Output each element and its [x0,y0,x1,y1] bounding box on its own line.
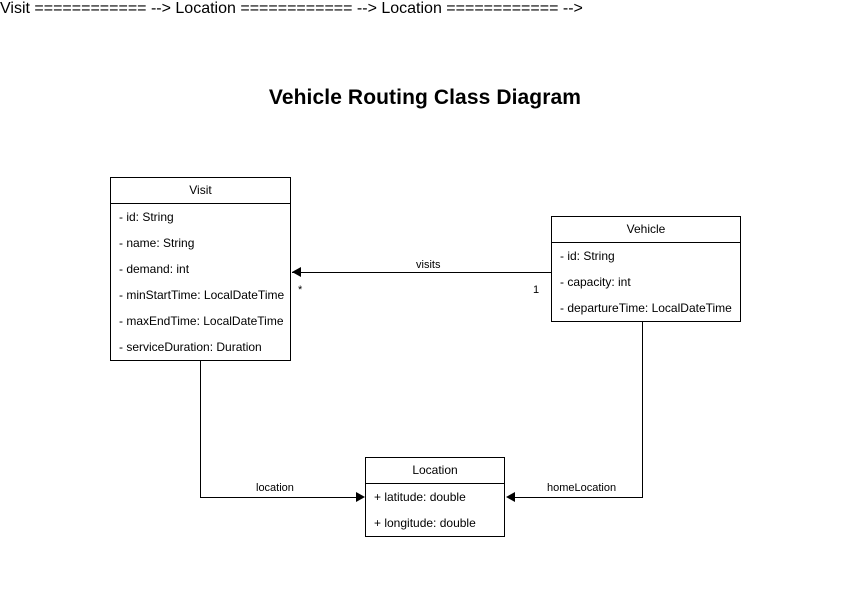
class-box-location[interactable]: Location + latitude: double + longitude:… [365,457,505,537]
class-attribute: - demand: int [119,262,190,276]
class-attributes-location: + latitude: double + longitude: double [366,484,504,536]
edge-line-homelocation-horizontal [515,497,643,498]
edge-line-location-horizontal [200,497,356,498]
class-name-visit: Visit [111,178,290,204]
multiplicity-visits-source: 1 [533,284,540,296]
class-box-visit[interactable]: Visit - id: String - name: String - dema… [110,177,291,361]
class-attribute: - maxEndTime: LocalDateTime [119,314,284,328]
class-name-location: Location [366,458,504,484]
arrowhead-visits [292,267,301,277]
multiplicity-visits-target: * [298,284,303,296]
edge-label-homelocation: homeLocation [544,482,620,494]
class-attribute: - minStartTime: LocalDateTime [119,288,285,302]
edge-line-location-vertical [200,361,201,497]
page-title: Vehicle Routing Class Diagram [268,86,582,109]
edge-label-visits: visits [413,259,444,271]
edge-line-visits [292,272,551,273]
class-box-vehicle[interactable]: Vehicle - id: String - capacity: int - d… [551,216,741,322]
class-attribute: - name: String [119,236,195,250]
class-attribute: + latitude: double [374,490,466,504]
class-attributes-visit: - id: String - name: String - demand: in… [111,204,290,360]
class-attribute: - departureTime: LocalDateTime [560,301,732,315]
arrowhead-location [356,492,365,502]
class-attribute: - serviceDuration: Duration [119,340,262,354]
class-attribute: - id: String [560,249,615,263]
arrowhead-homelocation [506,492,515,502]
class-attribute: + longitude: double [374,516,476,530]
class-attributes-vehicle: - id: String - capacity: int - departure… [552,243,740,321]
class-attribute: - capacity: int [560,275,631,289]
class-attribute: - id: String [119,210,174,224]
class-name-vehicle: Vehicle [552,217,740,243]
edge-line-homelocation-vertical [642,322,643,497]
edge-label-location: location [253,482,297,494]
